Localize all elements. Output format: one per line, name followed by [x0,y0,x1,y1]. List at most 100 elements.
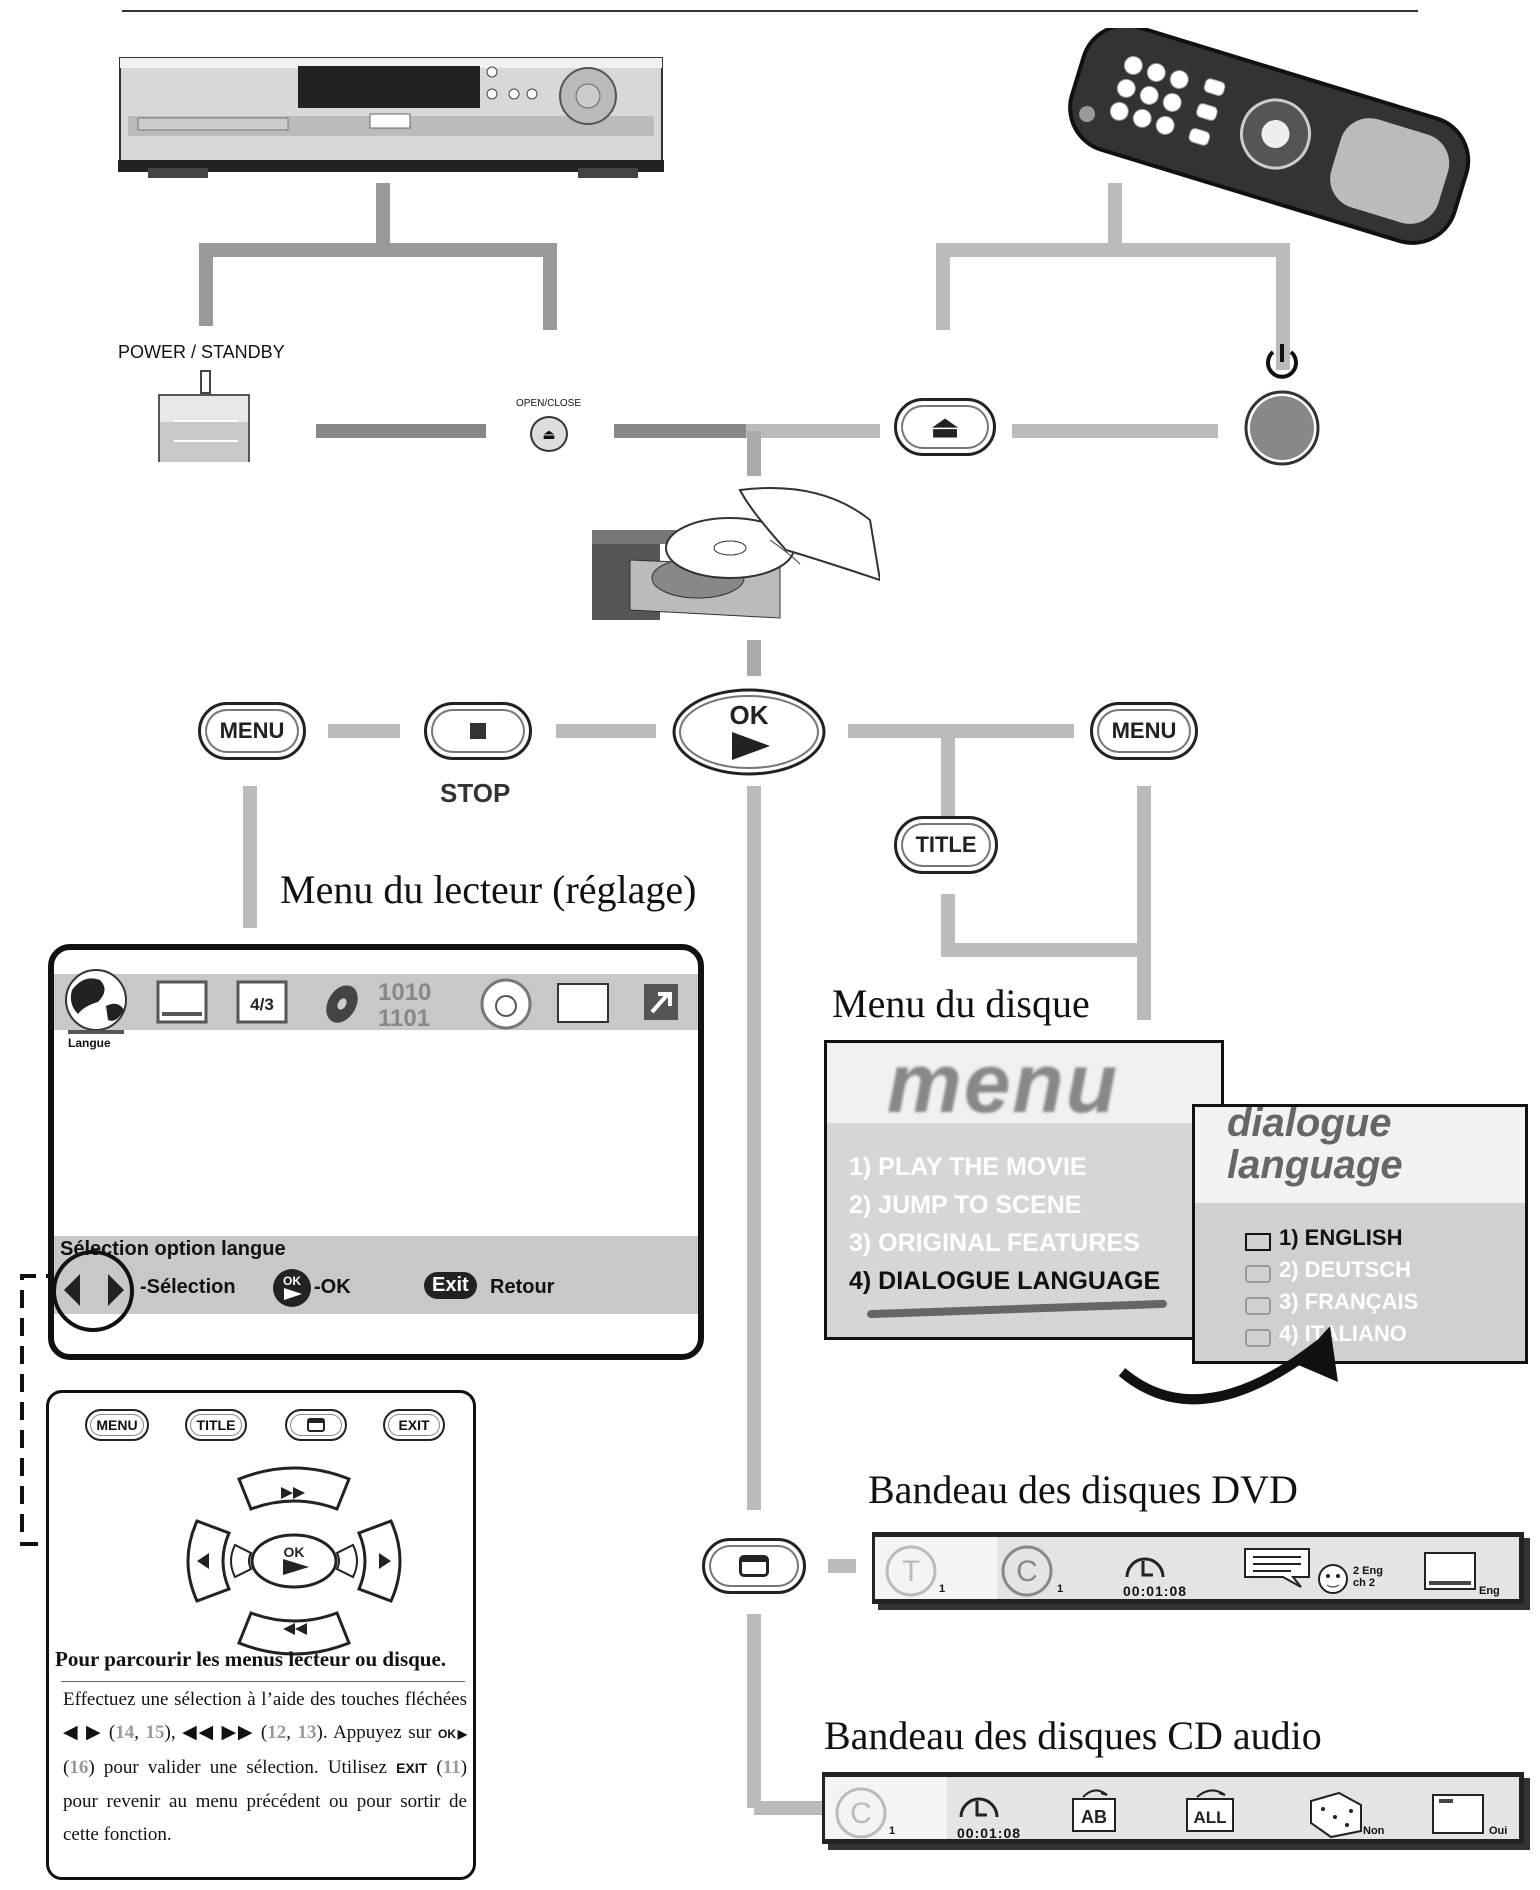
display-screen-icon [307,1418,325,1432]
stop-button[interactable] [424,702,532,760]
eject-icon: ⏏ [542,425,556,442]
selection-brush-underline [866,1299,1168,1319]
open-close-button[interactable]: ⏏ [530,416,568,452]
display-button[interactable] [702,1538,806,1594]
open-close-label: OPEN/CLOSE [516,398,582,409]
svg-text:AB: AB [1081,1807,1107,1827]
language-option-3[interactable]: 3) FRANÇAIS [1279,1289,1419,1314]
language-option-4[interactable]: 4) ITALIANO [1279,1321,1407,1346]
audio-disc-icon [326,985,358,1023]
left-right-arrows-icon: ◀ ▶ [63,1722,103,1743]
chapter-number: 1 [1057,1583,1064,1595]
svg-text:ALL: ALL [1193,1808,1226,1827]
display-screen-icon [739,1555,769,1577]
ok-play-icon: OK▶ [437,1727,468,1741]
dvd-info-banner: T C [872,1532,1524,1604]
dvd-player-illustration [118,57,664,178]
disc-menu-item-1[interactable]: 1) PLAY THE MOVIE [849,1153,1087,1181]
menu-button-disc[interactable]: MENU [1090,702,1198,760]
navigation-pad: OK [186,1466,402,1656]
audio-language: 2 Eng [1353,1565,1383,1577]
svg-text:1101: 1101 [378,1005,430,1032]
audio-face-icon [1318,1564,1348,1594]
intro-state: Oui [1489,1825,1508,1837]
return-hint: Retour [490,1276,555,1298]
svg-text:OK: OK [283,1274,301,1288]
stop-label: STOP [440,778,511,808]
aspect-label: 4/3 [250,995,274,1014]
setup-footer [54,1236,698,1314]
power-standby-button[interactable] [158,394,250,462]
menu-button-player[interactable]: MENU [198,702,306,760]
intro-scan-icon [1432,1794,1484,1834]
title-button[interactable]: TITLE [185,1409,247,1441]
exit-button[interactable]: EXIT [383,1409,445,1441]
checkbox-checked[interactable] [1245,1233,1271,1251]
repeat-all-icon: ALL [1186,1789,1234,1832]
checkbox[interactable] [1245,1265,1271,1283]
disc-menu-item-3[interactable]: 3) ORIGINAL FEATURES [849,1229,1140,1257]
language-option-1[interactable]: 1) ENGLISH [1279,1225,1403,1250]
svg-text:1010: 1010 [378,979,431,1006]
player-menu-title: Menu du lecteur (réglage) [280,867,697,912]
clock-icon [1125,1557,1165,1578]
disc-menu-screen: menu 1) PLAY THE MOVIE 2) JUMP TO SCENE … [824,1040,1224,1340]
dvd-banner-title: Bandeau des disques DVD [868,1467,1298,1512]
checkbox[interactable] [1245,1329,1271,1347]
clock-icon [959,1797,999,1818]
cd-banner-title: Bandeau des disques CD audio [824,1713,1322,1758]
play-icon [283,1559,309,1575]
ok-play-button[interactable]: OK [670,686,828,778]
title-button[interactable]: TITLE [894,816,998,874]
menu-button[interactable]: MENU [85,1409,149,1441]
subtitle-screen-icon [1424,1552,1476,1590]
track-number: 1 [889,1825,896,1837]
exit-key: Exit [424,1272,477,1299]
elapsed-time: 00:01:08 [1123,1583,1188,1599]
display-screen-icon [557,983,609,1023]
audio-channels: ch 2 [1353,1577,1376,1589]
arrow-keys-highlight-circle [52,1250,134,1332]
remote-control-illustration [1068,28,1471,245]
stop-icon [470,723,486,739]
language-option-2[interactable]: 2) DEUTSCH [1279,1257,1412,1282]
digital-output-icon: 1010 1101 [378,979,431,1032]
selected-tab-marker [68,1030,124,1034]
ok-play-key[interactable] [250,1533,338,1589]
nav-panel-heading: Pour parcourir les menus lecteur ou disq… [55,1647,447,1671]
subtitle-bubble-icon [1244,1548,1310,1588]
power-standby-label: POWER / STANDBY [118,342,285,362]
standby-led [200,370,211,394]
shuffle-state: Non [1363,1825,1385,1837]
eject-icon: ⏏ [930,410,960,444]
svg-text:C: C [850,1797,872,1830]
title-icon: T [885,1545,937,1597]
parental-control-icon [480,978,532,1030]
step-forward-key[interactable] [335,1543,358,1579]
setup-icons: 4/3 1010 1101 [65,969,678,1034]
title-number: 1 [939,1583,946,1595]
checkbox[interactable] [1245,1297,1271,1315]
dialogue-language-screen: dialogue language 1) ENGLISH 2) DEUTSCH … [1192,1104,1528,1364]
display-button[interactable] [285,1409,347,1441]
remote-eject-button[interactable]: ⏏ [894,398,996,456]
remote-power-button[interactable] [1242,340,1322,470]
subtitle-language: Eng [1479,1585,1500,1597]
step-back-key[interactable] [230,1543,253,1579]
rewind-forward-icon: ◀◀ ▶▶ [182,1722,255,1743]
setup-footer-title: Sélection option langue [60,1238,286,1260]
tab-label-langue: Langue [68,1036,111,1050]
svg-text:T: T [902,1555,920,1588]
disc-menu-item-2[interactable]: 2) JUMP TO SCENE [849,1191,1082,1219]
track-icon: C [835,1787,887,1839]
disc-menu-item-4[interactable]: 4) DIALOGUE LANGUAGE [849,1267,1161,1295]
ok-key-icon: OK [273,1269,311,1307]
elapsed-time: 00:01:08 [957,1825,1022,1841]
disc-menu-header: menu [887,1040,1120,1130]
chapter-icon: C [1001,1545,1053,1597]
disc-menu-title: Menu du disque [832,981,1090,1026]
globe-icon [65,969,127,1031]
lang-header-line2: language [1227,1143,1403,1187]
